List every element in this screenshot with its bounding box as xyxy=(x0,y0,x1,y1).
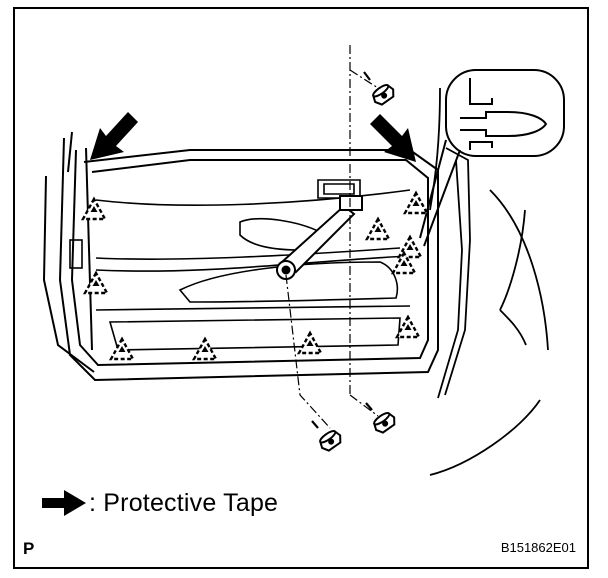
protective-tape-marks xyxy=(81,191,429,361)
tape-mark-7 xyxy=(403,191,429,215)
fastener-guide-lines xyxy=(285,45,379,429)
door-trim-inner xyxy=(95,179,411,351)
bolt-lower-right xyxy=(369,408,399,436)
figure-code: B151862E01 xyxy=(500,540,576,555)
bolt-lower-right-thread xyxy=(365,402,373,411)
door-panel-outline xyxy=(42,131,439,382)
protective-tape-arrow-left xyxy=(90,112,138,160)
legend-label: : Protective Tape xyxy=(89,488,279,517)
protective-tape-arrow-right xyxy=(370,114,416,162)
side-trim-strip xyxy=(69,239,83,269)
bolt-lower-left-thread xyxy=(311,420,319,429)
bolt-lower-left xyxy=(315,426,345,454)
bolt-top xyxy=(368,80,398,108)
clip-detail-callout xyxy=(419,69,565,247)
protective-tape-arrow-icon xyxy=(42,490,86,516)
bolt-top-thread xyxy=(363,71,371,81)
tape-mark-8 xyxy=(365,217,391,241)
tape-mark-2 xyxy=(83,271,109,295)
tape-mark-5 xyxy=(297,331,323,355)
tape-mark-1 xyxy=(81,197,107,221)
corner-mark: P xyxy=(23,539,35,558)
vehicle-body-outline xyxy=(429,87,549,476)
legend: : Protective Tape xyxy=(42,486,278,520)
pull-handle xyxy=(276,195,363,280)
diagram-frame xyxy=(13,7,589,569)
